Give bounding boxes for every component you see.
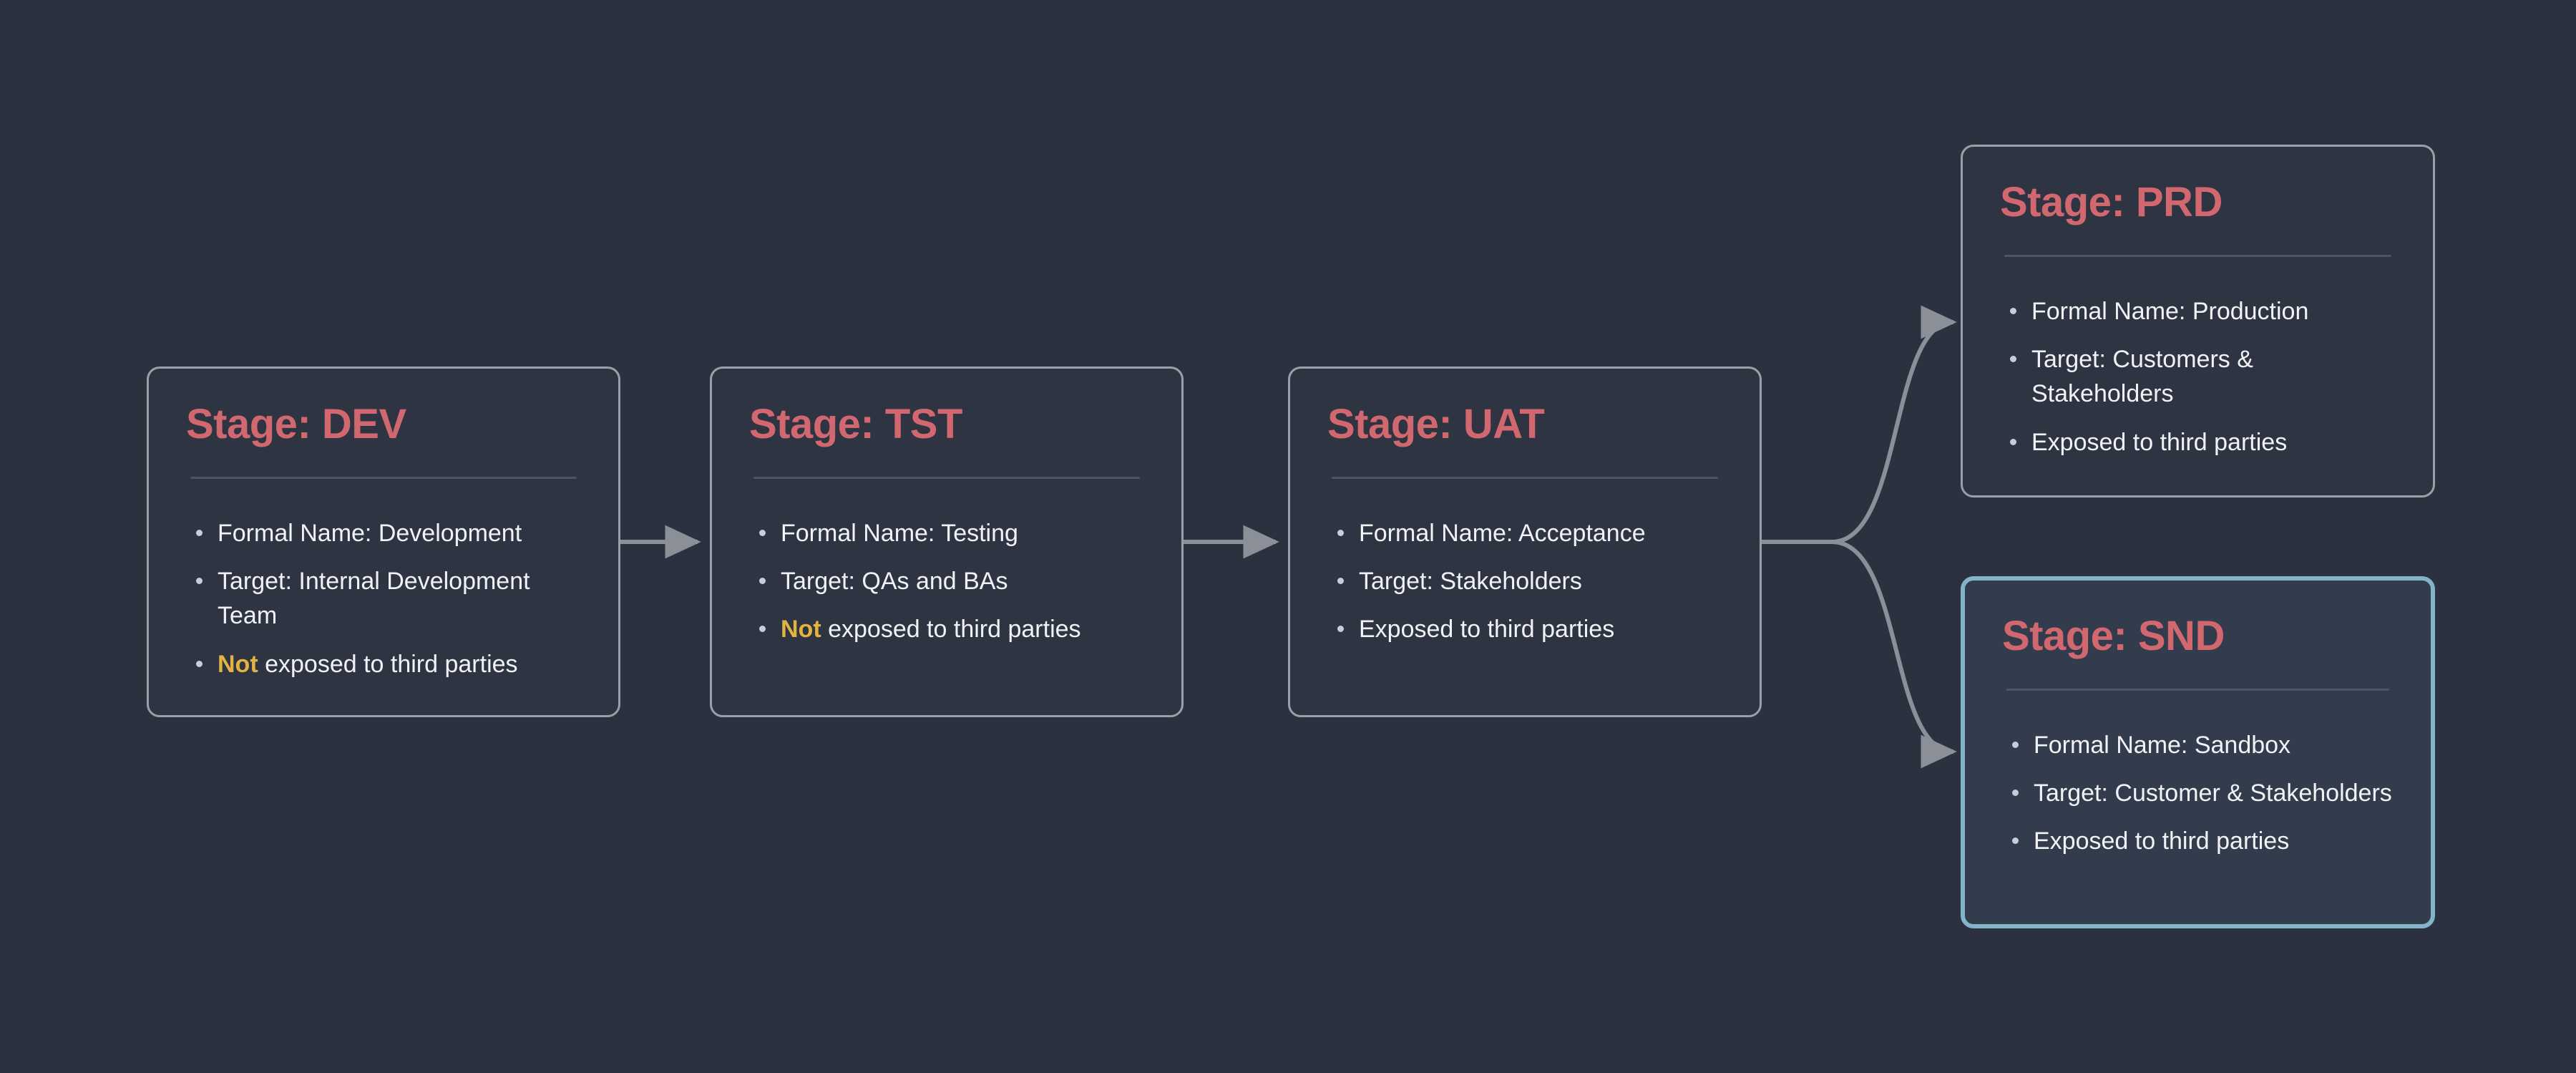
stage-card-divider — [2004, 254, 2391, 257]
stage-card-detail-item: Exposed to third parties — [2000, 425, 2396, 460]
detail-text: Formal Name: Sandbox — [2034, 731, 2291, 759]
detail-highlight: Not — [218, 650, 258, 678]
detail-highlight: Not — [781, 616, 821, 644]
detail-text: Exposed to third parties — [2034, 827, 2290, 855]
detail-text: Formal Name: Production — [2031, 297, 2309, 325]
stage-card-detail-item: Not exposed to third parties — [186, 647, 581, 681]
detail-text: Exposed to third parties — [1359, 616, 1615, 644]
detail-text: exposed to third parties — [258, 650, 518, 678]
stage-card-divider — [2006, 688, 2389, 691]
detail-text: Formal Name: Testing — [781, 519, 1018, 547]
edge-uat-to-prd — [1762, 305, 1957, 544]
stage-card-title-prd: Stage: PRD — [2000, 179, 2223, 225]
stage-card-detail-item: Target: Customer & Stakeholders — [2002, 776, 2394, 810]
stage-card-detail-item: Target: QAs and BAs — [749, 564, 1144, 598]
edge-uat-to-snd — [1762, 540, 1957, 769]
stage-card-detail-item: Formal Name: Development — [186, 516, 581, 550]
detail-text: Target: QAs and BAs — [781, 568, 1008, 596]
stage-card-detail-item: Not exposed to third parties — [749, 612, 1144, 646]
stage-card-detail-item: Exposed to third parties — [2002, 824, 2394, 858]
detail-text: Target: Customers & Stakeholders — [2031, 346, 2253, 408]
stage-card-detail-item: Formal Name: Acceptance — [1327, 516, 1722, 550]
detail-text: Target: Internal Development Team — [218, 568, 530, 630]
stage-card-detail-item: Target: Stakeholders — [1327, 564, 1722, 598]
stage-card-title-snd: Stage: SND — [2002, 613, 2225, 659]
stage-card-detail-item: Target: Customers & Stakeholders — [2000, 342, 2396, 412]
detail-text: Formal Name: Acceptance — [1359, 519, 1646, 547]
detail-text: Exposed to third parties — [2031, 428, 2288, 456]
stage-card-detail-item: Exposed to third parties — [1327, 612, 1722, 646]
stage-card-title-uat: Stage: UAT — [1327, 401, 1545, 447]
detail-text: Target: Customer & Stakeholders — [2034, 780, 2392, 807]
stage-card-divider — [190, 476, 577, 479]
stage-card-divider — [753, 476, 1140, 479]
stage-card-title-dev: Stage: DEV — [186, 401, 406, 447]
detail-text: Target: Stakeholders — [1359, 568, 1582, 596]
stage-card-detail-item: Target: Internal Development Team — [186, 564, 581, 633]
stage-card-detail-item: Formal Name: Production — [2000, 294, 2396, 329]
stage-card-title-tst: Stage: TST — [749, 401, 962, 447]
stage-card-divider — [1332, 476, 1718, 479]
stage-card-detail-item: Formal Name: Sandbox — [2002, 728, 2394, 762]
stage-card-detail-item: Formal Name: Testing — [749, 516, 1144, 550]
detail-text: Formal Name: Development — [218, 519, 522, 547]
detail-text: exposed to third parties — [821, 616, 1081, 644]
